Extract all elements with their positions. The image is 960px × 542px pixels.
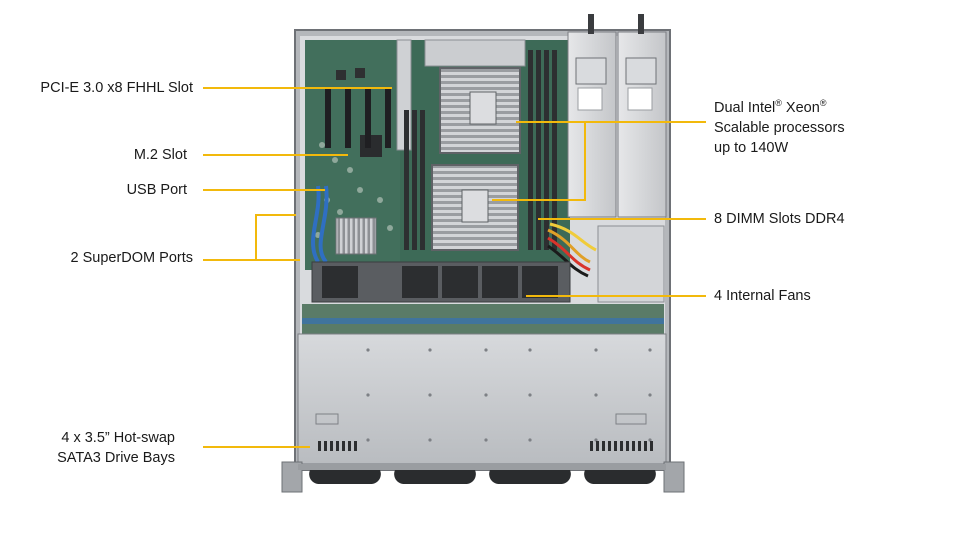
label-internal-fans: 4 Internal Fans (714, 288, 811, 304)
label-dimm-slots: 8 DIMM Slots DDR4 (714, 211, 845, 227)
drive-bay-section (297, 333, 667, 465)
label-drive-bays-line1: 4 x 3.5” Hot-swap (61, 430, 175, 446)
cpu-heatsink-1 (439, 67, 521, 154)
label-pcie-slot: PCI-E 3.0 x8 FHHL Slot (40, 80, 193, 96)
label-cpu-line2: Scalable processors (714, 120, 845, 136)
label-cpu-line1: Dual Intel® Xeon® (714, 98, 827, 116)
label-superdom-ports: 2 SuperDOM Ports (70, 250, 194, 266)
power-supply-1 (567, 14, 617, 218)
label-cpu-line3: up to 140W (714, 140, 789, 156)
leader-superdom (203, 214, 296, 261)
label-cpu: Dual Intel® Xeon® Scalable processors up… (714, 98, 914, 158)
cpu-heatsink-2 (431, 164, 519, 251)
blue-cables (311, 185, 329, 264)
label-drive-bays-line2: SATA3 Drive Bays (57, 450, 175, 466)
psu-cage (597, 225, 665, 303)
leader-lines (203, 87, 706, 448)
power-supply-2 (617, 14, 667, 218)
rear-io (424, 39, 526, 67)
chipset-heatsink (335, 217, 377, 255)
label-usb-port: USB Port (126, 182, 187, 198)
front-bezel (281, 461, 685, 493)
label-m2-slot: M.2 Slot (133, 147, 187, 163)
dimm-modules (404, 50, 557, 250)
pcie-slots (325, 88, 391, 148)
label-drive-bays: 4 x 3.5” Hot-swap SATA3 Drive Bays (10, 428, 175, 468)
leader-cpu (492, 121, 706, 201)
